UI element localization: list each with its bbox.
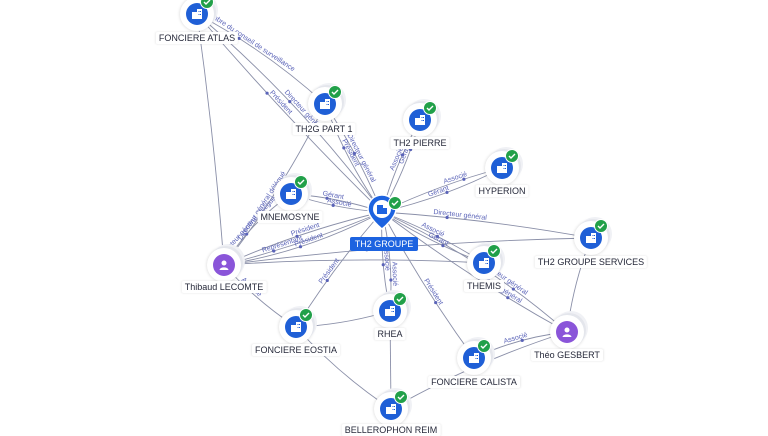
building-icon (580, 227, 602, 249)
node-services[interactable] (574, 219, 608, 255)
relationship-edge (223, 259, 485, 266)
edge-arrow-icon (434, 300, 438, 305)
node-rhea[interactable] (373, 292, 407, 328)
edge-arrow-icon (325, 196, 329, 200)
verified-check-icon (200, 0, 214, 9)
node-label[interactable]: TH2 GROUPE SERVICES (534, 256, 648, 268)
node-label[interactable]: HYPERION (475, 185, 529, 197)
relationship-edge (381, 211, 475, 359)
main-node-pin[interactable] (367, 194, 402, 230)
edge-arrow-icon (325, 278, 329, 283)
node-label[interactable]: Théo GESBERT (531, 349, 603, 361)
node-bellerophon[interactable] (374, 390, 408, 426)
edge-arrow-icon (295, 234, 299, 238)
node-th2g[interactable] (308, 85, 342, 121)
building-icon (379, 300, 401, 322)
node-label[interactable]: TH2 PIERRE (390, 137, 450, 149)
node-label[interactable]: Thibaud LECOMTE (181, 281, 267, 293)
edge-label: Associé (327, 197, 352, 208)
edge-arrow-icon (237, 36, 241, 41)
edge-arrow-icon (298, 245, 303, 249)
verified-check-icon (423, 101, 437, 115)
relationship-edge (381, 211, 592, 239)
building-icon (285, 316, 307, 338)
edge-label: Président (422, 278, 444, 307)
edge-label: Associé (503, 332, 529, 346)
edge-label: Gérant (322, 190, 344, 201)
relationship-edge (196, 13, 326, 105)
edge-label: Associé (390, 262, 398, 287)
node-label[interactable]: MNEMOSYNE (257, 211, 323, 223)
node-atlas[interactable] (180, 0, 214, 31)
edge-label: Associé (382, 246, 391, 271)
node-hyperion[interactable] (485, 149, 519, 185)
verified-check-icon (594, 219, 608, 233)
verified-check-icon (393, 292, 407, 306)
node-label[interactable]: RHEA (374, 328, 406, 340)
building-icon (314, 93, 336, 115)
edge-arrow-icon (381, 263, 385, 267)
relationship-edge (196, 13, 225, 266)
node-label[interactable]: BELLEROPHON REIM (341, 424, 441, 436)
verified-check-icon (388, 196, 402, 210)
building-icon (491, 157, 513, 179)
edge-arrow-icon (342, 146, 346, 150)
relationship-edge (223, 211, 383, 266)
verified-check-icon (394, 390, 408, 404)
verified-check-icon (299, 308, 313, 322)
edge-arrow-icon (462, 177, 466, 181)
edge-arrow-icon (389, 278, 393, 282)
building-icon (280, 183, 302, 205)
verified-check-icon (487, 244, 501, 258)
edge-arrow-icon (520, 338, 524, 342)
edge-arrow-icon (445, 190, 449, 195)
edge-arrow-icon (265, 91, 269, 95)
verified-check-icon (477, 339, 491, 353)
edge-arrow-icon (245, 232, 249, 236)
edge-arrow-icon (272, 249, 276, 253)
node-label[interactable]: THEMIS (463, 280, 505, 292)
edge-arrow-icon (445, 215, 449, 220)
node-calista[interactable] (457, 339, 491, 375)
verified-check-icon (328, 85, 342, 99)
edge-arrow-icon (400, 153, 405, 157)
verified-check-icon (294, 175, 308, 189)
node-label[interactable]: FONCIERE CALISTA (428, 376, 520, 388)
relationship-edge (223, 211, 383, 266)
person-icon (213, 254, 235, 276)
node-label[interactable]: FONCIERE EOSTIA (251, 344, 341, 356)
node-pierre[interactable] (403, 101, 437, 137)
person-icon (556, 321, 578, 343)
edge-arrow-icon (506, 296, 510, 300)
edge-arrow-icon (288, 100, 292, 104)
building-icon (473, 252, 495, 274)
edge-label: Président (318, 257, 341, 285)
edge-arrow-icon (511, 287, 515, 291)
edge-arrow-icon (441, 244, 445, 248)
building-icon (186, 3, 208, 25)
relationship-edge (223, 211, 383, 266)
node-themis[interactable] (467, 244, 501, 280)
building-icon (409, 109, 431, 131)
main-node-label[interactable]: TH2 GROUPE (350, 237, 418, 251)
edge-arrow-icon (435, 234, 439, 238)
node-theo[interactable] (550, 315, 584, 349)
node-label[interactable]: FONCIERE ATLAS (155, 32, 239, 44)
building-icon (380, 398, 402, 420)
edge-arrow-icon (352, 151, 357, 155)
node-mnemosyne[interactable] (274, 175, 308, 211)
edge-arrow-icon (331, 203, 335, 207)
node-eostia[interactable] (279, 308, 313, 344)
building-icon (463, 347, 485, 369)
node-thibaud[interactable] (207, 248, 241, 282)
node-label[interactable]: TH2G PART 1 (292, 123, 356, 135)
verified-check-icon (505, 149, 519, 163)
edge-label: Directeur général (433, 209, 488, 222)
